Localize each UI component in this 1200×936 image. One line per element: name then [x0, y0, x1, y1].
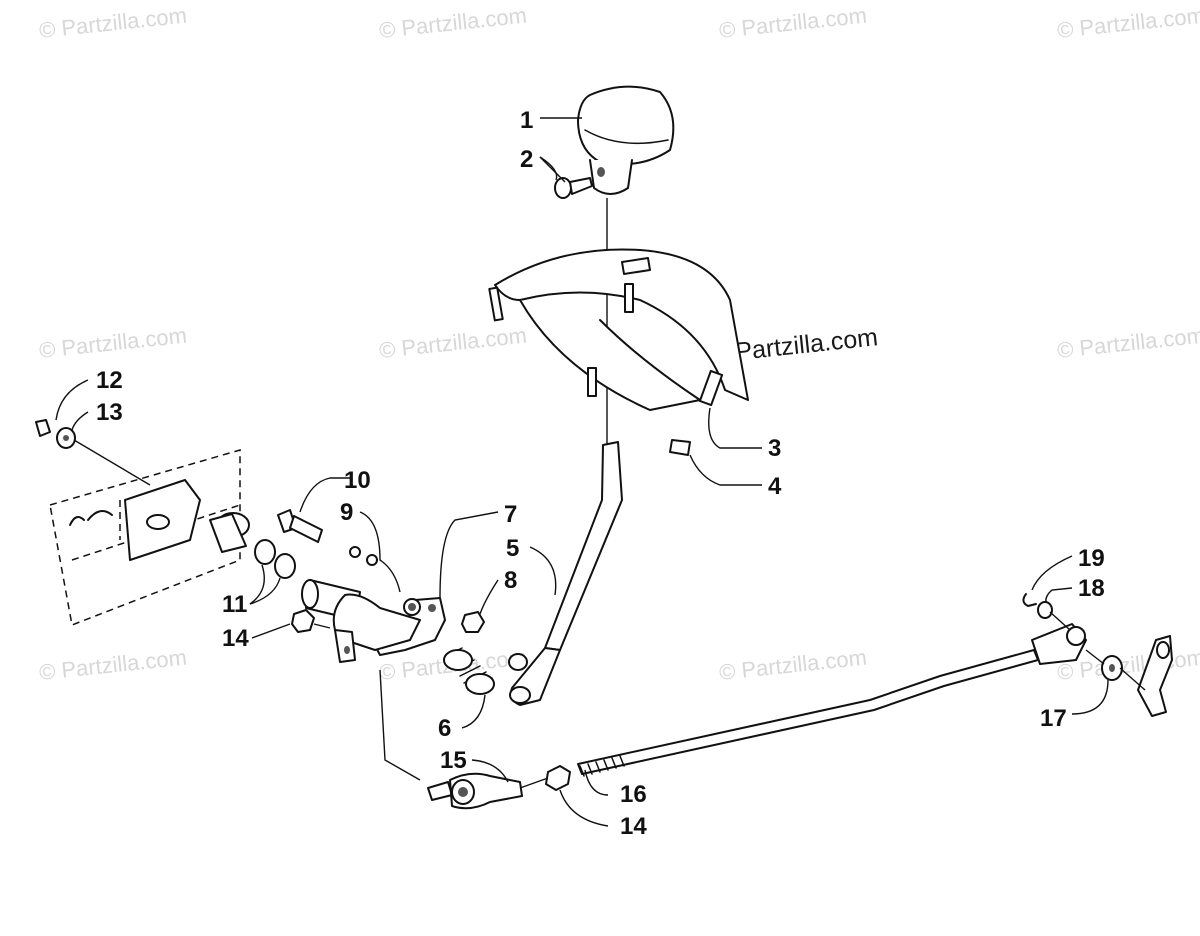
part-2-screw [554, 177, 593, 199]
shift-shaft-assembly [301, 579, 421, 663]
callout-12: 12 [96, 367, 123, 394]
part-14-nut-left [291, 609, 315, 633]
callout-7: 7 [504, 501, 517, 528]
callout-16: 16 [620, 781, 647, 808]
part-17-washer [1101, 655, 1123, 681]
callout-11: 11 [222, 591, 247, 618]
transmission-arm [1137, 635, 1173, 717]
part-15-ball-joint [427, 772, 523, 810]
callout-labels: 1 2 3 4 5 6 7 8 9 10 11 12 13 14 15 16 1… [96, 107, 1105, 840]
part-9-washers [349, 546, 378, 566]
callout-3: 3 [768, 435, 781, 462]
callout-4: 4 [768, 473, 782, 500]
callout-17: 17 [1040, 705, 1067, 732]
part-12-bolt [35, 419, 51, 437]
frame-bracket [49, 449, 250, 627]
part-4-clip [669, 439, 691, 456]
part-1-shift-knob [577, 85, 675, 195]
watermark: © Partzilla.com [1056, 3, 1200, 43]
callout-8: 8 [504, 567, 517, 594]
shift-gate-cover [488, 248, 749, 411]
callout-15: 15 [440, 747, 467, 774]
callout-5: 5 [506, 535, 519, 562]
watermark: © Partzilla.com [38, 645, 188, 685]
watermark: © Partzilla.com [718, 645, 868, 685]
watermark: © Partzilla.com [1056, 323, 1200, 363]
watermark: © Partzilla.com [718, 3, 868, 43]
part-16-shift-rod [577, 623, 1087, 777]
callout-9: 9 [340, 499, 353, 526]
watermark: © Partzilla.com [38, 3, 188, 43]
part-14-nut-right [545, 765, 571, 791]
part-6-spring [443, 647, 495, 695]
callout-1: 1 [520, 107, 533, 134]
part-10-bolt [277, 509, 323, 543]
callout-13: 13 [96, 399, 123, 426]
callout-10: 10 [344, 467, 371, 494]
callout-18: 18 [1078, 575, 1105, 602]
callout-2: 2 [520, 146, 533, 173]
callout-6: 6 [438, 715, 451, 742]
part-5-shift-lever [508, 441, 623, 706]
part-11-o-rings [254, 539, 296, 579]
callout-19: 19 [1078, 545, 1105, 572]
callout-14-left: 14 [222, 625, 249, 652]
watermark: © Partzilla.com [38, 323, 188, 363]
leader-lines [55, 117, 1146, 827]
watermark: © Partzilla.com [378, 3, 528, 43]
part-8-nut [461, 611, 485, 633]
part-13-washer [56, 427, 76, 449]
part-19-clip [1022, 593, 1037, 607]
watermark: © Partzilla.com [378, 323, 528, 363]
part-18-washer [1037, 601, 1053, 619]
callout-14-right: 14 [620, 813, 647, 840]
